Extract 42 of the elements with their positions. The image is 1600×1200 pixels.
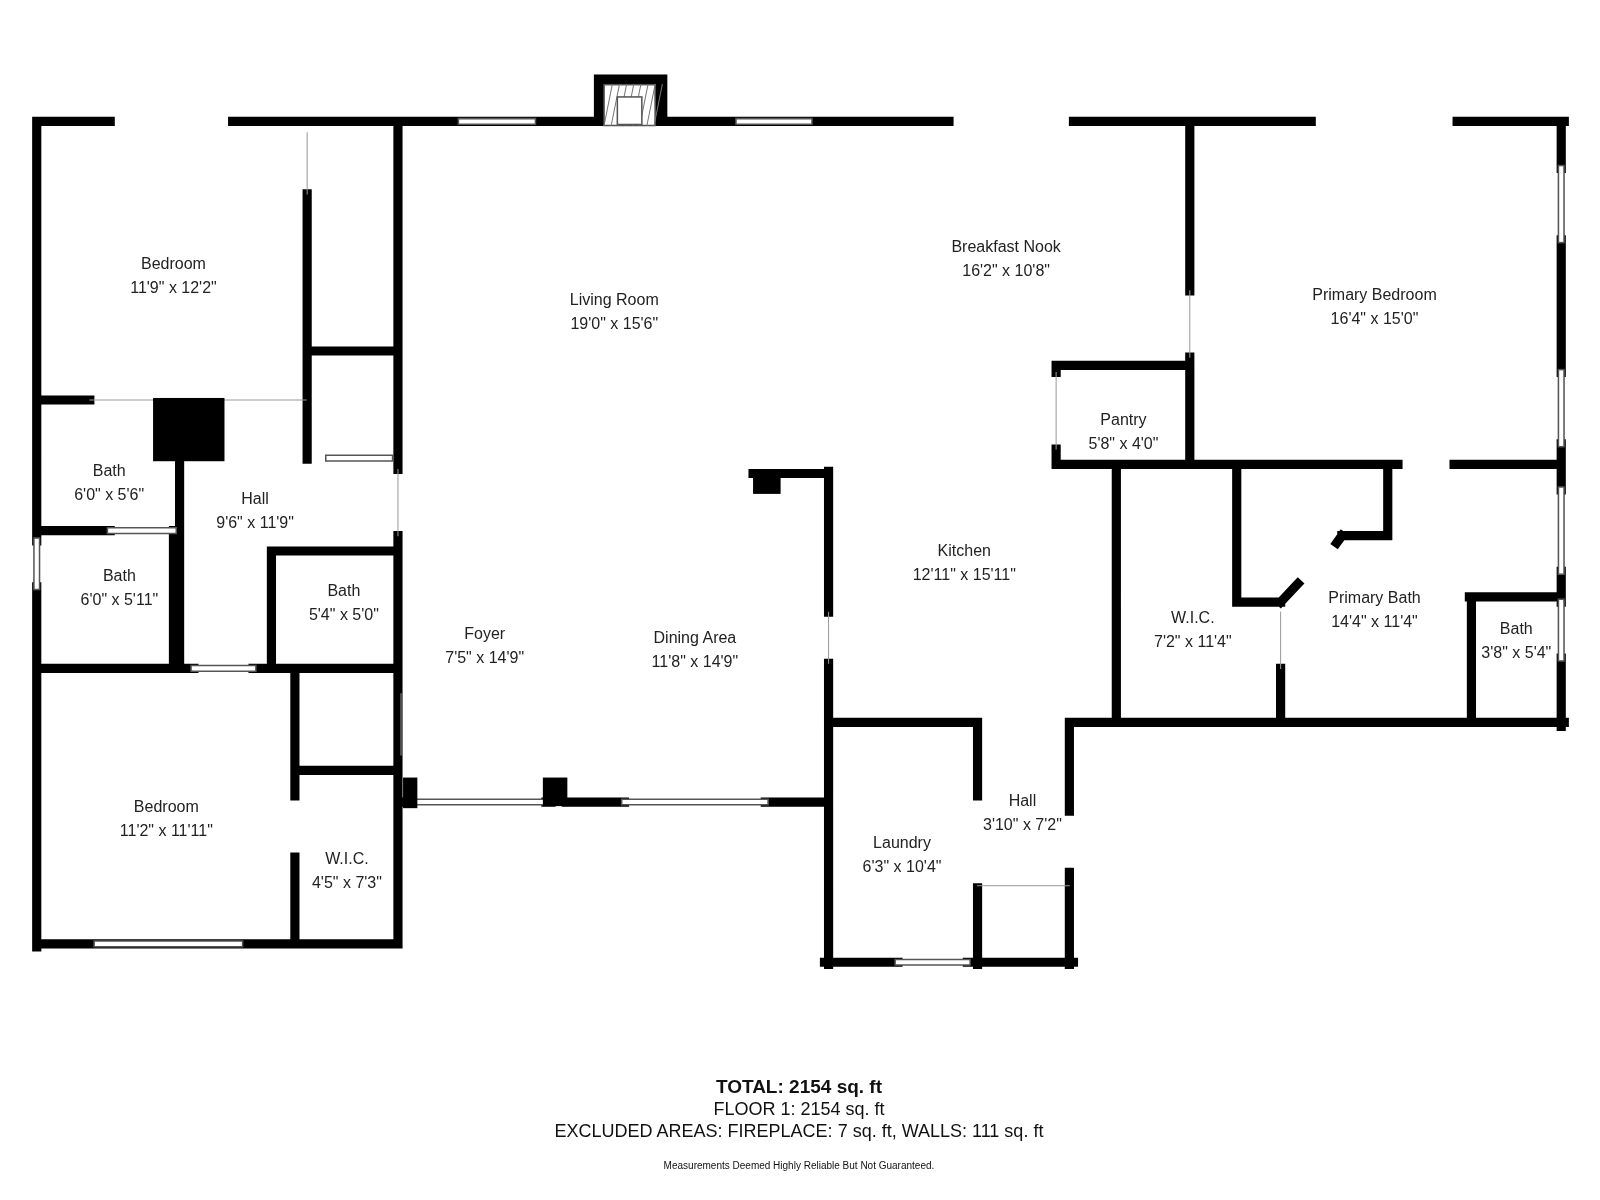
room-name: W.I.C. <box>324 849 370 870</box>
room-name: Breakfast Nook <box>951 237 1061 258</box>
floor-area-text: FLOOR 1: 2154 sq. ft <box>713 1098 885 1120</box>
room-dimensions: 3'10" x 7'2" <box>983 815 1062 836</box>
room-dimensions: 9'6" x 11'9" <box>216 513 294 534</box>
room-name: Dining Area <box>652 628 738 648</box>
room-dimensions: 5'8" x 4'0" <box>1088 433 1159 454</box>
room-dimensions: 19'0" x 15'6" <box>569 314 659 335</box>
room-name: Bedroom <box>140 253 207 274</box>
room-dimensions: 16'2" x 10'8" <box>961 261 1051 282</box>
room-dimensions: 16'4" x 15'0" <box>1329 309 1420 330</box>
room-dimensions: 6'0" x 5'6" <box>74 484 145 505</box>
room-dimensions: 11'9" x 12'2" <box>130 277 217 298</box>
room-dimensions: 11'2" x 11'11" <box>119 821 213 842</box>
room-name: Living Room <box>569 290 659 311</box>
room-name: Bedroom <box>132 797 200 818</box>
room-name: Pantry <box>1099 409 1148 430</box>
room-name: Laundry <box>872 833 932 854</box>
room-dimensions: 5'4" x 5'0" <box>308 605 379 626</box>
room-name: Kitchen <box>936 541 992 562</box>
room-name: Foyer <box>463 623 507 644</box>
room-dimensions: 7'2" x 11'4" <box>1154 631 1232 652</box>
room-dimensions: 6'0" x 5'11" <box>80 589 159 610</box>
disclaimer-note: Measurements Deemed Highly Reliable But Not Guaranteed. <box>663 1160 935 1172</box>
room-name: Bath <box>1498 618 1534 639</box>
room-dimensions: 6'3" x 10'4" <box>862 857 942 878</box>
total-area-text: TOTAL: 2154 sq. ft <box>715 1075 882 1098</box>
excluded-areas-text: EXCLUDED AREAS: FIREPLACE: 7 sq. ft, WALLS: 111 sq. ft <box>554 1121 1044 1143</box>
room-dimensions: 4'5" x 7'3" <box>311 873 382 894</box>
room-name: Hall <box>1007 791 1038 812</box>
room-dimensions: 3'8" x 5'4" <box>1481 642 1552 663</box>
room-name: W.I.C. <box>1170 607 1216 628</box>
room-name: Bath <box>91 460 127 481</box>
room-name: Primary Bath <box>1328 588 1421 609</box>
room-dimensions: 7'5" x 14'9" <box>445 647 525 668</box>
room-dimensions: 12'11" x 15'11" <box>912 565 1016 586</box>
room-name: Primary Bedroom <box>1312 285 1437 306</box>
room-name: Bath <box>101 565 137 586</box>
room-dimensions: 11'8" x 14'9" <box>651 652 739 672</box>
room-dimensions: 14'4" x 11'4" <box>1330 612 1419 633</box>
room-name: Bath <box>326 581 362 602</box>
room-name: Hall <box>240 489 270 510</box>
